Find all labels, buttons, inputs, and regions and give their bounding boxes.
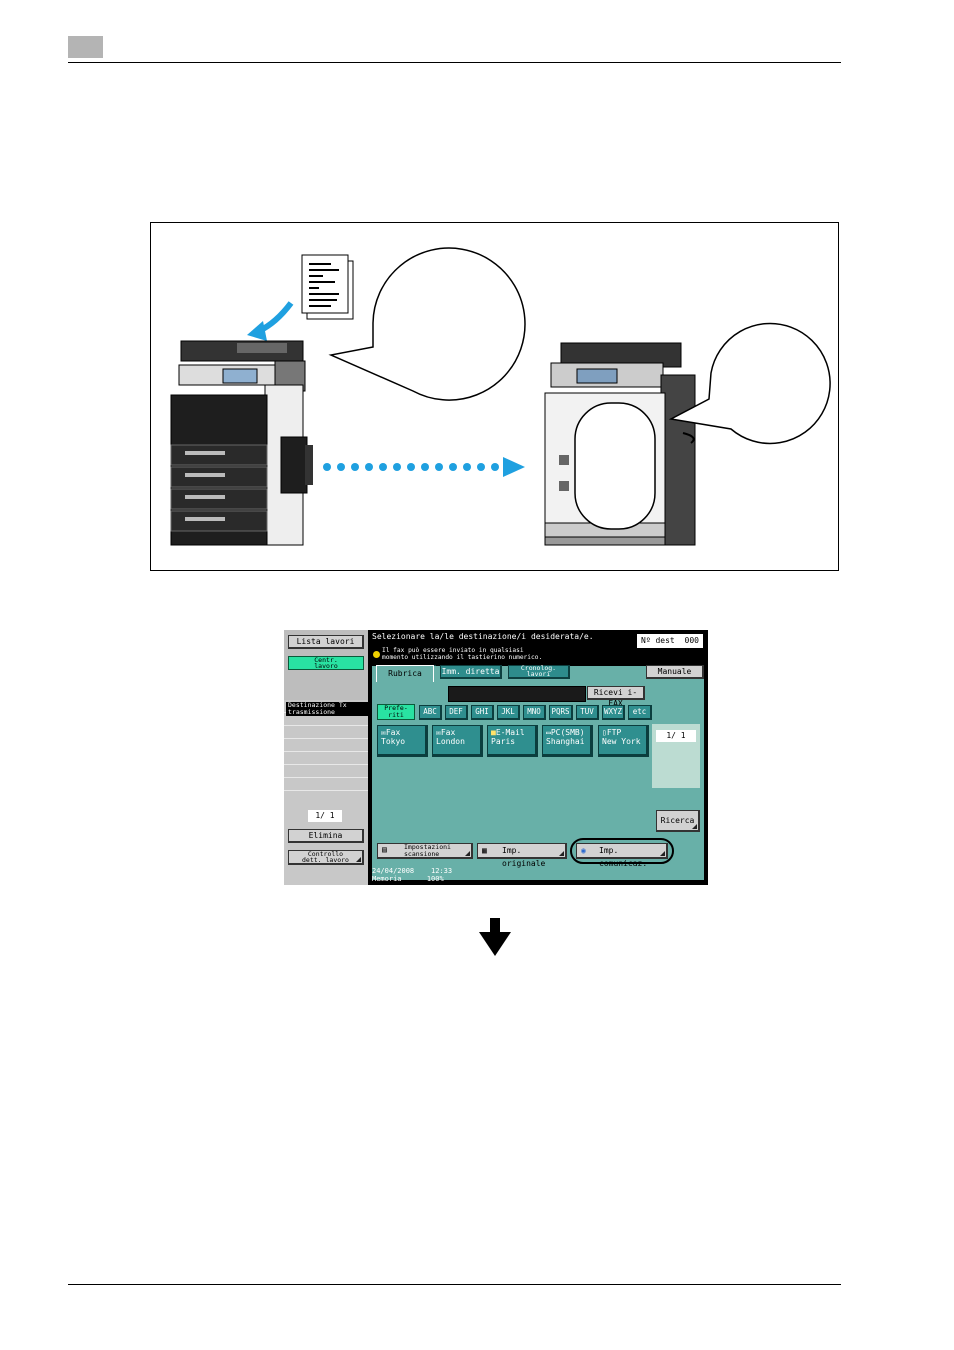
- down-arrow-icon: [479, 918, 511, 956]
- pc-icon: ▭: [546, 728, 551, 737]
- scan-settings-button[interactable]: ▤ Impostazioni scansione: [377, 843, 473, 859]
- index-favorites[interactable]: Prefe- riti: [377, 704, 415, 720]
- original-settings-label: Imp. originale: [502, 846, 546, 868]
- dest-type: Fax: [440, 728, 456, 737]
- scan-settings-line1: Impostazioni: [404, 843, 451, 851]
- dest-header-line2: trasmissione: [288, 707, 335, 716]
- comm-settings-button[interactable]: ◉ Imp. comunicaz.: [576, 843, 668, 868]
- receive-ifax-button[interactable]: Ricevi i-FAX: [587, 686, 645, 708]
- more-icon: [356, 857, 361, 862]
- hint-text: Il fax può essere inviato in qualsiasi m…: [382, 647, 642, 663]
- tab-job-history[interactable]: Cronolog. lavori: [508, 665, 570, 679]
- hint-bulb-icon: [373, 651, 380, 658]
- fax-icon: ✉: [381, 728, 386, 737]
- more-icon: [559, 851, 564, 856]
- index-jkl[interactable]: JKL: [497, 705, 520, 720]
- document-icon: [301, 254, 354, 320]
- destination-button-email-paris[interactable]: ■E-Mail Paris: [487, 725, 538, 757]
- original-settings-icon: ▦: [482, 846, 487, 855]
- check-line1: Controllo: [307, 850, 344, 858]
- email-icon: ■: [491, 728, 496, 737]
- delete-button[interactable]: Elimina: [288, 829, 364, 843]
- transmission-arrow-icon: [323, 457, 525, 477]
- manual-button[interactable]: Manuale: [646, 665, 704, 679]
- speech-bubble-left: [328, 247, 526, 401]
- output-panel: [574, 402, 656, 530]
- index-mno[interactable]: MNO: [523, 705, 546, 720]
- highlight-circle: [570, 838, 674, 864]
- fax-icon: ✉: [436, 728, 441, 737]
- more-icon: [465, 851, 470, 856]
- job-center-line1: Centr.: [314, 656, 338, 664]
- search-field[interactable]: [448, 686, 586, 702]
- dest-type: E-Mail: [495, 728, 525, 737]
- chapter-tab: [68, 36, 103, 58]
- favorites-line2: riti: [388, 710, 404, 719]
- memory-value: 100%: [426, 875, 444, 883]
- destination-counter: Nº dest 000: [636, 633, 704, 649]
- job-center-line2: lavoro: [314, 662, 338, 670]
- favorites-line1: Prefe-: [384, 704, 408, 712]
- more-icon: [692, 824, 697, 829]
- dest-name: New York: [602, 737, 641, 746]
- status-time: 12:33: [431, 867, 453, 875]
- hint-line2: momento utilizzando il tastierino numeri…: [382, 654, 543, 661]
- index-wxyz[interactable]: WXYZ: [602, 705, 625, 720]
- dest-count-value: 000: [684, 636, 699, 645]
- sidebar-bottom: [284, 868, 368, 885]
- header-rule: [68, 62, 841, 63]
- tab-direct-input[interactable]: Imm. diretta: [440, 665, 502, 679]
- speech-bubble-right: [668, 322, 831, 445]
- sidebar-page-indicator: 1/ 1: [308, 810, 342, 822]
- history-line2: lavori: [526, 669, 551, 678]
- job-center-button[interactable]: Centr. lavoro: [288, 656, 364, 670]
- instruction-message: Selezionare la/le destinazione/i desider…: [372, 632, 594, 641]
- more-icon: [660, 851, 665, 856]
- dest-header-line1: Destinazione Tx: [288, 701, 347, 709]
- destination-button-fax-tokyo[interactable]: ✉Fax Tokyo: [377, 725, 428, 757]
- original-settings-button[interactable]: ▦ Imp. originale: [477, 843, 567, 868]
- control-panel-screen: Lista lavori Centr. lavoro Destinazione …: [284, 630, 708, 885]
- dest-header: Destinazione Tx trasmissione: [286, 702, 368, 716]
- check-line2: dett. lavoro: [302, 856, 349, 864]
- scan-settings-icon: ▤: [382, 845, 387, 854]
- status-bar: 24/04/2008 12:33 Memoria 100%: [372, 867, 572, 885]
- ftp-icon: ▯: [602, 728, 607, 737]
- dest-type: Fax: [385, 728, 401, 737]
- destination-button-fax-london[interactable]: ✉Fax London: [432, 725, 483, 757]
- sending-mfp-icon: [170, 340, 313, 546]
- search-button[interactable]: Ricerca: [656, 810, 700, 832]
- list-page-indicator: 1/ 1: [656, 730, 696, 742]
- check-job-details-button[interactable]: Controllo dett. lavoro: [288, 850, 364, 865]
- fax-illustration-svg: [170, 247, 831, 546]
- footer-rule: [68, 1284, 841, 1285]
- dest-name: Tokyo: [381, 737, 406, 746]
- memory-label: Memoria: [372, 875, 402, 883]
- index-def[interactable]: DEF: [445, 705, 468, 720]
- dest-type: FTP: [606, 728, 622, 737]
- feed-arrowhead-icon: [247, 321, 267, 341]
- comm-settings-icon: ◉: [581, 846, 586, 855]
- status-date: 24/04/2008: [372, 867, 415, 875]
- index-etc[interactable]: etc: [628, 705, 652, 720]
- dest-name: London: [436, 737, 465, 746]
- dest-type: PC(SMB): [550, 728, 585, 737]
- tab-address-book[interactable]: Rubrica: [376, 665, 434, 682]
- dest-count-label: Nº dest: [641, 636, 675, 645]
- dest-name: Shanghai: [546, 737, 585, 746]
- destination-button-smb-shanghai[interactable]: ▭PC(SMB) Shanghai: [542, 725, 593, 757]
- history-line1: Cronolog.: [520, 664, 557, 672]
- comm-settings-label: Imp. comunicaz.: [599, 846, 648, 868]
- dest-name: Paris: [491, 737, 516, 746]
- index-pqrs[interactable]: PQRS: [549, 705, 573, 720]
- index-tuv[interactable]: TUV: [576, 705, 599, 720]
- index-ghi[interactable]: GHI: [471, 705, 494, 720]
- scan-settings-line2: scansione: [404, 849, 440, 858]
- job-list-button[interactable]: Lista lavori: [288, 635, 364, 649]
- hint-line1: Il fax può essere inviato in qualsiasi: [382, 647, 524, 654]
- index-abc[interactable]: ABC: [419, 705, 442, 720]
- destination-button-ftp-newyork[interactable]: ▯FTP New York: [598, 725, 649, 757]
- fax-illustration: [150, 222, 839, 571]
- search-button-label: Ricerca: [660, 816, 695, 825]
